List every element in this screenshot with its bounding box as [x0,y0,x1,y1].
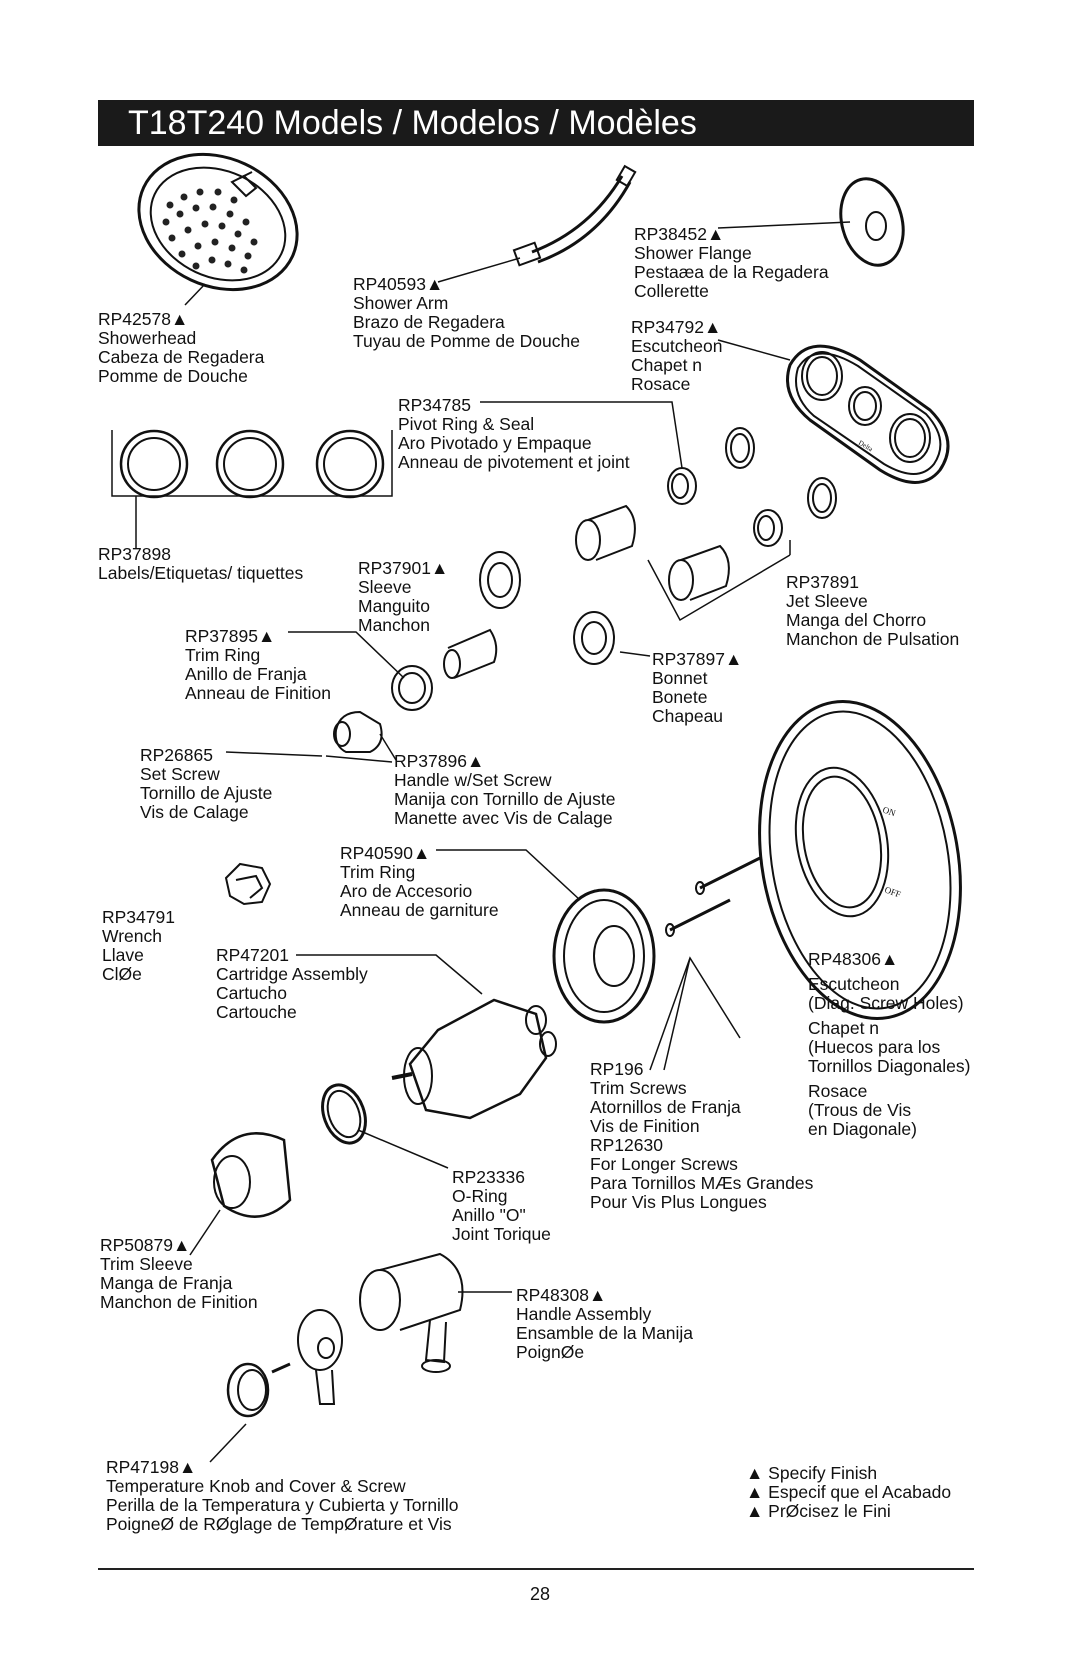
labels-drawing [111,429,393,548]
pivot-ring-drawing [667,427,837,547]
trim-ring-small-drawing [391,665,433,711]
cartridge-drawing [391,998,557,1120]
trim-ring-large-drawing [552,888,656,1024]
sleeve-drawing [443,551,521,679]
handle-assembly-drawing [359,1252,464,1373]
handle-set-screw-drawing [333,710,383,753]
temp-knob-drawing [226,1309,343,1418]
title-bar: T18T240 Models / Modelos / Modèles [98,100,974,146]
footer-rule [98,1568,974,1570]
showerhead-drawing [137,152,299,292]
callout-temp-knob: RP47198▲Temperature Knob and Cover & Scr… [106,1457,459,1534]
callout-escutcheon-diag: RP48306▲ Escutcheon(Diag. Screw Holes) C… [808,949,971,1139]
page-number: 28 [529,1584,551,1604]
page-title: T18T240 Models / Modelos / Modèles [128,104,697,142]
jet-sleeve-drawing [575,504,730,601]
finish-legend: ▲ Specify Finish▲ Especif que el Acabado… [746,1463,952,1521]
escutcheon-diag-drawing [758,700,962,1020]
on-marking: ON [881,804,897,818]
off-marking: OFF [883,884,902,899]
trim-sleeve-drawing [210,1132,292,1218]
shower-arm-drawing [512,164,637,267]
shower-flange-drawing [839,177,905,267]
escutcheon-3hole-drawing [786,344,950,484]
wrench-drawing [224,862,272,906]
trim-screws-drawing [665,856,761,937]
o-ring-drawing [321,1083,367,1145]
bonnet-drawing [573,611,615,665]
